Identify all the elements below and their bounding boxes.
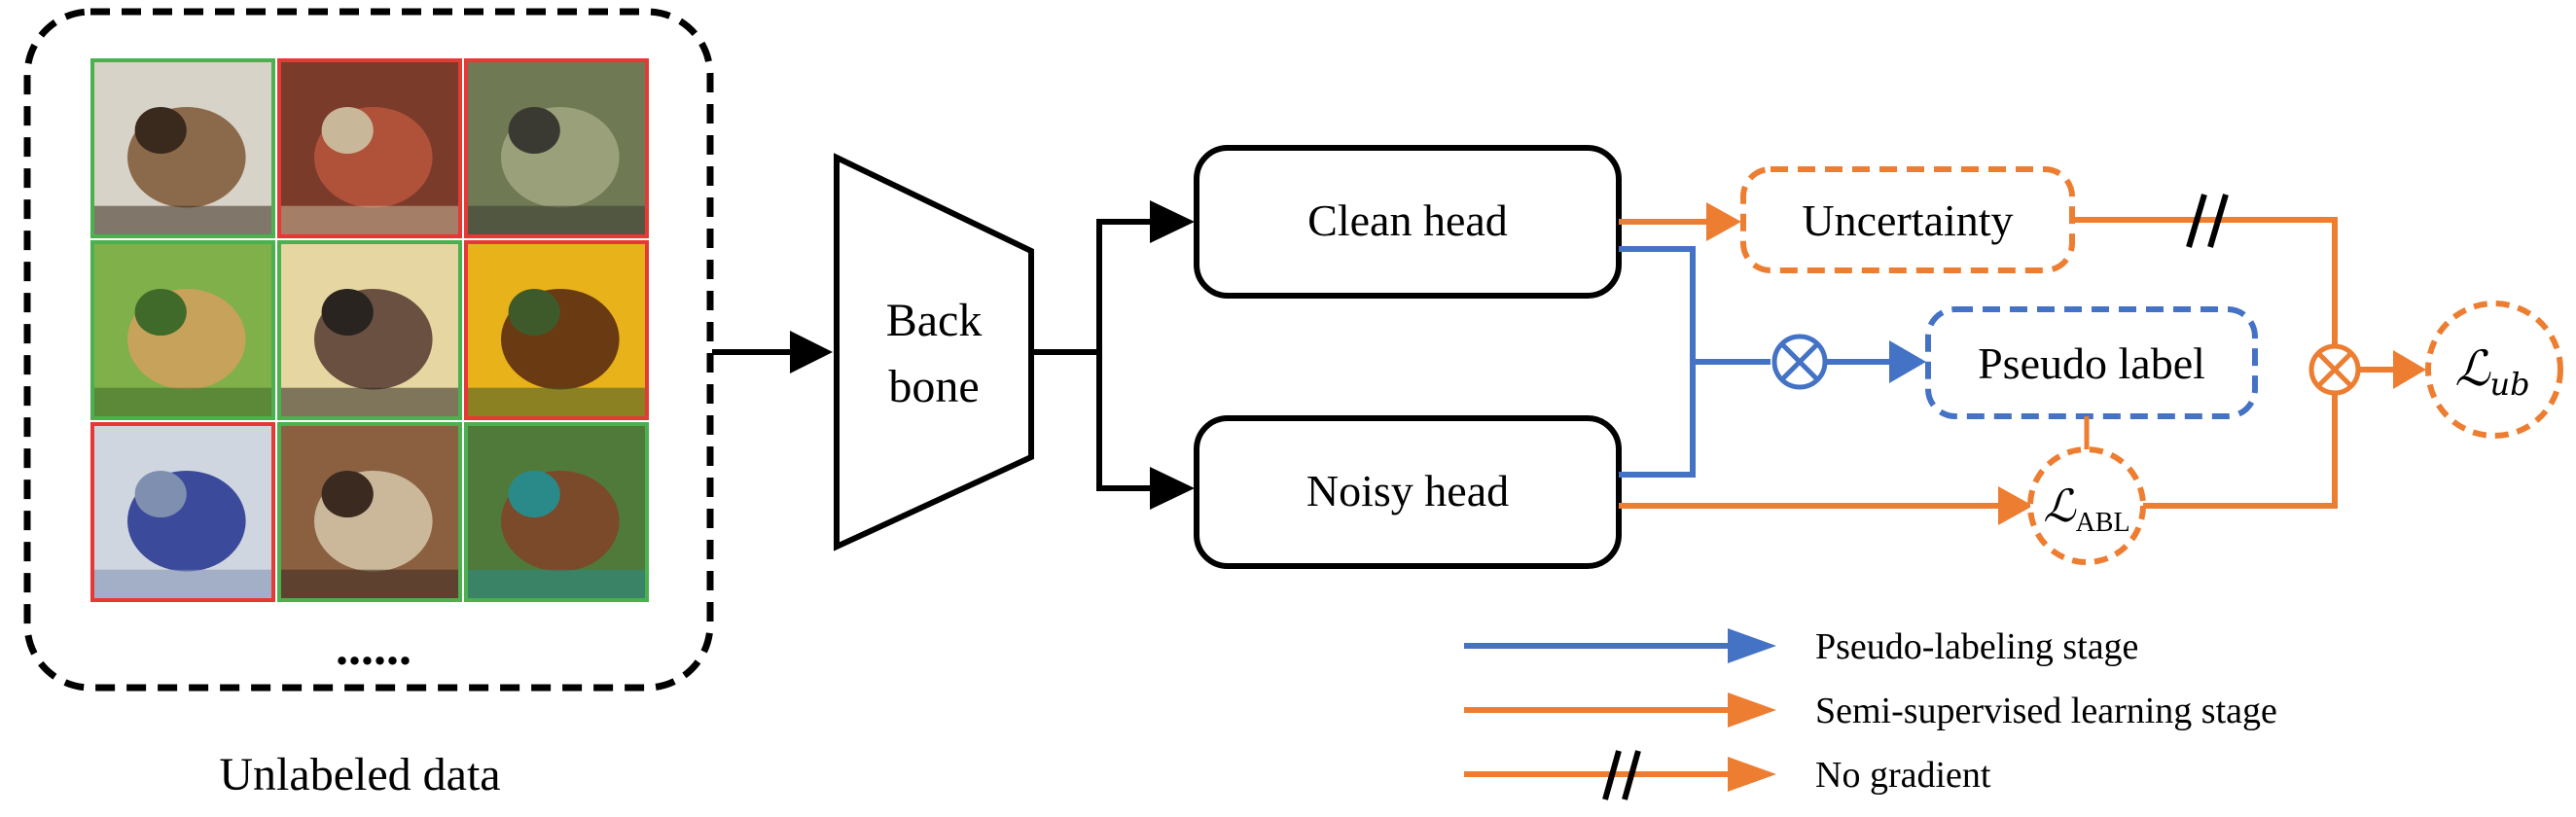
pseudo-label-arrowhead bbox=[1889, 340, 1926, 383]
legend-semi-arrowhead bbox=[1728, 693, 1776, 728]
thumbnail-cat-with-bottle bbox=[90, 58, 275, 238]
thumbnail-cat-sitting bbox=[277, 240, 462, 420]
thumbnail-grid bbox=[90, 58, 649, 602]
thumbnail-giant-clam bbox=[90, 422, 275, 602]
thumbnail-dog-catching-frisbee bbox=[90, 240, 275, 420]
loss-ub-label: ℒub bbox=[2454, 340, 2529, 403]
uncertainty-arrowhead bbox=[1706, 202, 1741, 241]
abl-arrowhead bbox=[1998, 486, 2033, 525]
loss-abl-subscript: ABL bbox=[2076, 508, 2130, 538]
loss-abl-symbol: ℒ bbox=[2043, 480, 2076, 532]
legend-nograd-label: No gradient bbox=[1815, 755, 1991, 796]
legend-pseudo-label: Pseudo-labeling stage bbox=[1815, 626, 2138, 667]
blue-multiply-node bbox=[1771, 334, 1828, 390]
pseudo-label-text: Pseudo label bbox=[1978, 338, 2205, 388]
thumbnail-octopus bbox=[277, 58, 462, 238]
thumbnail-horse-racing bbox=[464, 422, 649, 602]
loss-abl-label: ℒABL bbox=[2043, 480, 2129, 538]
orange-multiply-node bbox=[2308, 343, 2361, 396]
ellipsis-text: ...... bbox=[336, 621, 411, 676]
noisy-head-box bbox=[1194, 415, 1622, 569]
loss-ub-arrowhead bbox=[2393, 350, 2426, 389]
uncertainty-text: Uncertainty bbox=[1802, 195, 2013, 245]
abl-to-multiply-line bbox=[2143, 387, 2338, 509]
clean-to-merge-blue-line bbox=[1619, 246, 1696, 362]
noisy-head-label: Noisy head bbox=[1306, 466, 1509, 515]
data-to-backbone-arrowhead bbox=[790, 331, 833, 373]
noisy-head-arrowhead bbox=[1150, 467, 1195, 510]
noisy-to-merge-blue-line bbox=[1619, 362, 1696, 478]
split-to-clean-line bbox=[1096, 219, 1158, 352]
thumbnail-spaniel-dog bbox=[277, 422, 462, 602]
loss-ub-subscript: ub bbox=[2489, 366, 2529, 403]
thumbnail-sunflowers bbox=[464, 240, 649, 420]
loss-ub-node bbox=[2425, 301, 2563, 439]
thumbnail-raccoon bbox=[464, 58, 649, 238]
legend-pseudo-arrowhead bbox=[1728, 628, 1776, 663]
legend-nograd-arrowhead bbox=[1728, 757, 1776, 792]
legend: Pseudo-labeling stage Semi-supervised le… bbox=[1464, 626, 2277, 800]
backbone-label-line2: bone bbox=[888, 361, 979, 412]
unlabeled-data-caption: Unlabeled data bbox=[219, 749, 500, 800]
clean-head-label: Clean head bbox=[1307, 195, 1508, 245]
loss-ub-symbol: ℒ bbox=[2454, 340, 2490, 397]
legend-nograd-mark bbox=[1602, 750, 1641, 800]
clean-head-arrowhead bbox=[1150, 200, 1195, 243]
legend-semi-label: Semi-supervised learning stage bbox=[1815, 691, 2277, 731]
no-gradient-mark bbox=[2186, 194, 2229, 248]
pseudo-label-box bbox=[1925, 306, 2258, 419]
backbone-trapezoid bbox=[834, 153, 1034, 551]
split-to-noisy-line bbox=[1096, 352, 1158, 491]
uncertainty-to-multiply-line bbox=[2072, 217, 2338, 350]
backbone-label-line1: Back bbox=[886, 295, 983, 346]
